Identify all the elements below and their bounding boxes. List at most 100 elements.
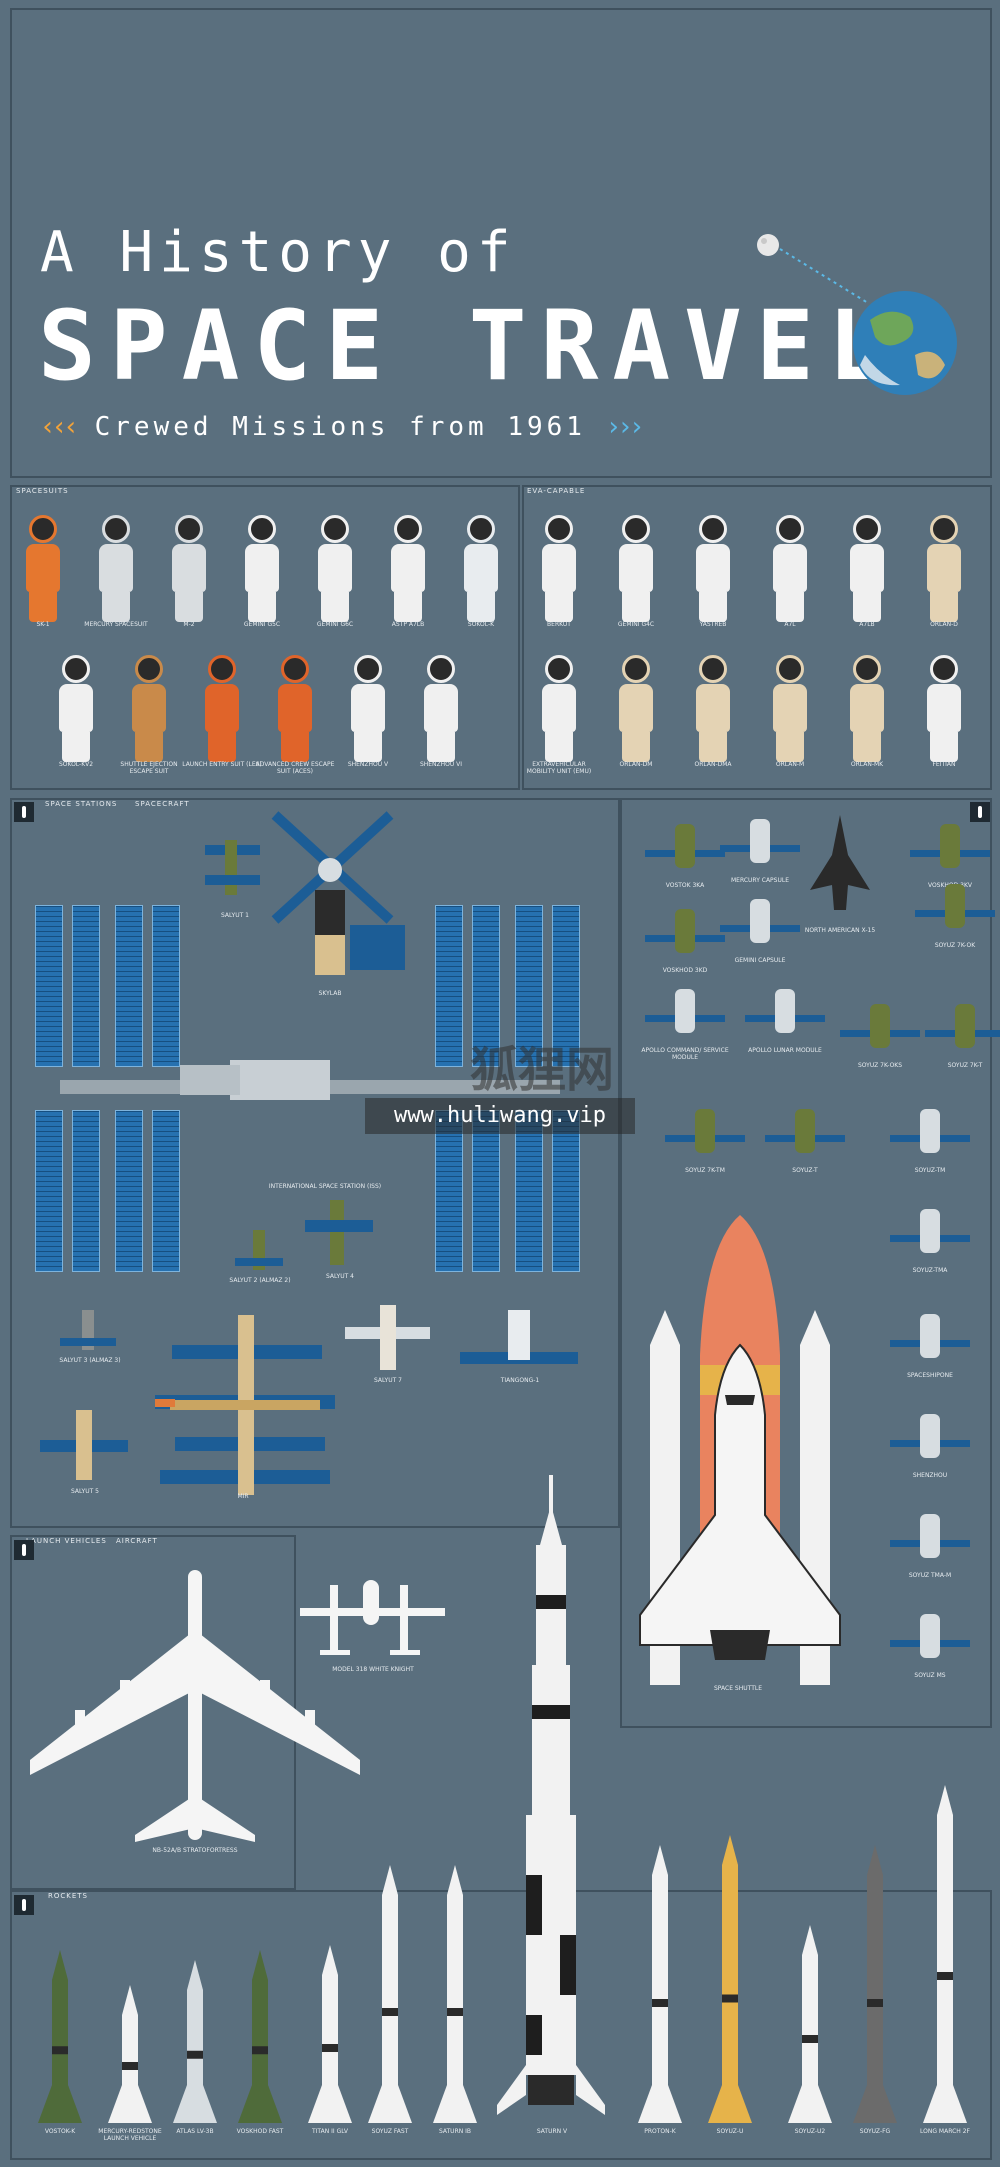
- spacesuit: BERKUT: [538, 515, 580, 628]
- suit-legs-icon: [545, 732, 573, 762]
- station-label: SALYUT 4: [325, 1273, 355, 1280]
- spacesuit: SHENZHOU V: [347, 655, 389, 768]
- rocket-9: [638, 1845, 682, 2123]
- spacesuit: FEITIAN: [923, 655, 965, 768]
- salyut-4: [305, 1200, 373, 1265]
- spacesuit: YASTREB: [692, 515, 734, 628]
- spacesuit: A7L: [769, 515, 811, 628]
- spacesuit: GEMINI G6C: [314, 515, 356, 628]
- helmet-icon: [321, 515, 349, 543]
- iss-solar-panel: [435, 1110, 463, 1272]
- spacesuit-label: FEITIAN: [932, 761, 956, 768]
- rocket-label: MERCURY-REDSTONE LAUNCH VEHICLE: [98, 2128, 162, 2142]
- chevron-left-icon: ‹‹‹: [40, 412, 79, 442]
- iss-module: [180, 1065, 240, 1095]
- spacecraft-17: [890, 1414, 970, 1458]
- spacesuit-label: GEMINI G5C: [243, 621, 281, 628]
- white-knight: [300, 1580, 445, 1655]
- spacecraft-label: NORTH AMERICAN X-15: [804, 927, 876, 934]
- suit-legs-icon: [102, 592, 130, 622]
- rocket-label: LONG MARCH 2F: [920, 2128, 970, 2135]
- spacecraft-label: SOYUZ 7K-T: [947, 1062, 983, 1069]
- iss-solar-panel: [552, 905, 580, 1067]
- salyut-7: [345, 1305, 430, 1370]
- spacesuit: ASTP A7LB: [387, 515, 429, 628]
- rocket-label: VOSTOK-K: [44, 2128, 76, 2135]
- rocket-7: [433, 1865, 477, 2123]
- helmet-icon: [29, 515, 57, 543]
- rocket-4: [238, 1950, 282, 2123]
- spacecraft-2: [720, 819, 800, 863]
- suit-legs-icon: [853, 732, 881, 762]
- suit-body-icon: [26, 544, 60, 592]
- title-small: A History of: [40, 220, 517, 285]
- header-frame: [10, 8, 992, 478]
- rocket-13: [923, 1785, 967, 2123]
- helmet-icon: [545, 655, 573, 683]
- helmet-icon: [248, 515, 276, 543]
- spacesuit-label: LAUNCH ENTRY SUIT (LES): [182, 761, 262, 768]
- rocket-label: TITAN II GLV: [311, 2128, 349, 2135]
- helmet-icon: [930, 655, 958, 683]
- spacecraft-label: SOYUZ-TMA: [912, 1267, 948, 1274]
- suit-body-icon: [172, 544, 206, 592]
- suit-legs-icon: [545, 592, 573, 622]
- suit-body-icon: [927, 544, 961, 592]
- suit-body-icon: [205, 684, 239, 732]
- suit-body-icon: [773, 544, 807, 592]
- eva-frame: [522, 485, 992, 790]
- spacesuit: ORLAN-DM: [615, 655, 657, 768]
- spacesuit-label: A7LB: [859, 621, 875, 628]
- helmet-icon: [699, 515, 727, 543]
- chevron-right-icon: ›››: [605, 412, 645, 442]
- spacesuit-label: SHENZHOU V: [347, 761, 389, 768]
- spacecraft-label: SOYUZ 7K-TM: [685, 1167, 725, 1174]
- suit-body-icon: [391, 544, 425, 592]
- suit-legs-icon: [248, 592, 276, 622]
- spacecraft-18: [890, 1514, 970, 1558]
- spacesuit-label: SHUTTLE EJECTION ESCAPE SUIT: [120, 761, 178, 775]
- spacesuit: ADVANCED CREW ESCAPE SUIT (ACES): [256, 655, 334, 775]
- rocket-10: [708, 1835, 752, 2123]
- spacecraft-12: [665, 1109, 745, 1153]
- iss-solar-panel: [515, 1110, 543, 1272]
- space-shuttle: [639, 1215, 841, 1685]
- suit-body-icon: [542, 544, 576, 592]
- suit-body-icon: [619, 684, 653, 732]
- spacecraft-label: APOLLO COMMAND/ SERVICE MODULE: [641, 1047, 729, 1061]
- tiangong-1: [460, 1310, 578, 1364]
- iss-module: [230, 1060, 330, 1100]
- rocket-label: SOYUZ-U: [716, 2128, 744, 2135]
- suit-legs-icon: [622, 592, 650, 622]
- helmet-icon: [776, 515, 804, 543]
- helmet-icon: [467, 515, 495, 543]
- suit-body-icon: [424, 684, 458, 732]
- nb-52-stratofortress: [30, 1570, 360, 1842]
- spacesuit-label: GEMINI G4C: [617, 621, 655, 628]
- spacecraft-label: SPACESHIPONE: [907, 1372, 953, 1379]
- helmet-icon: [699, 655, 727, 683]
- rocket-label: PROTON-K: [644, 2128, 676, 2135]
- rocket-6: [368, 1865, 412, 2123]
- spacecraft-label: SOYUZ-T: [792, 1167, 818, 1174]
- rocket-12: [853, 1845, 897, 2123]
- iss-solar-panel: [115, 905, 143, 1067]
- station-label: MIR: [237, 1493, 249, 1500]
- suit-legs-icon: [62, 732, 90, 762]
- iss-solar-panel: [72, 905, 100, 1067]
- iss-solar-panel: [472, 905, 500, 1067]
- suit-body-icon: [619, 544, 653, 592]
- rocket-label: SOYUZ-U2: [794, 2128, 826, 2135]
- spacecraft-1: [645, 824, 725, 868]
- suit-body-icon: [59, 684, 93, 732]
- spacecraft-19: [890, 1614, 970, 1658]
- spacesuit-label: SHENZHOU VI: [419, 761, 463, 768]
- section-space-stations: SPACE STATIONS: [45, 800, 118, 808]
- person-scale-icon: [14, 802, 34, 822]
- section-spacecraft: SPACECRAFT: [135, 800, 190, 808]
- iss-solar-panel: [152, 905, 180, 1067]
- spacesuit-label: ORLAN-M: [775, 761, 805, 768]
- suit-body-icon: [773, 684, 807, 732]
- iss-solar-panel: [35, 1110, 63, 1272]
- spacecraft-label: SOYUZ 7K-OKS: [857, 1062, 903, 1069]
